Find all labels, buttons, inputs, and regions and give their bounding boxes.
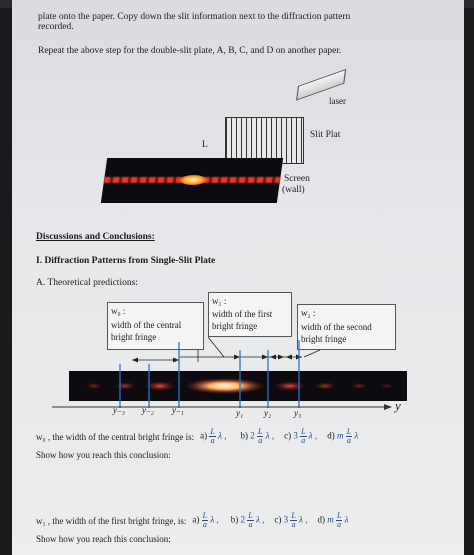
q1-c-num: L [300, 427, 307, 437]
q2-c-tail: λ , [299, 514, 308, 525]
minima-lines [52, 340, 392, 410]
q2-d-tail: λ [344, 514, 349, 525]
q1-b-letter: b) [240, 430, 248, 441]
distance-label: L [202, 140, 208, 150]
w1-line-1: width of the first [212, 309, 273, 319]
w2-line-2: bright fringe [301, 334, 347, 344]
q1-a-letter: a) [200, 430, 208, 441]
tick-y-neg1: y₋₁ [172, 405, 184, 415]
q2-c-den: a [291, 520, 296, 529]
q2-a-tail: λ , [210, 514, 219, 525]
q2-a-num: L [201, 511, 209, 521]
tick-y-1: y₁ [236, 408, 244, 418]
screen-label: Screen [284, 174, 310, 184]
callout-w2: w₂ : width of the second bright fringe [297, 304, 396, 350]
callout-w0: w₀ : width of the central bright fringe [107, 302, 204, 350]
q1-a-num: L [209, 427, 216, 437]
q1-b-den: a [258, 436, 263, 445]
question-2: w₁ , the width of the first bright fring… [36, 512, 349, 529]
q1-show-work: Show how you reach this conclusion: [36, 450, 171, 460]
q1-d-coef: m [336, 430, 344, 441]
subsection-heading: A. Theoretical predictions: [36, 278, 138, 288]
q1-a-tail: λ , [218, 430, 227, 441]
q1-d-den: a [346, 436, 351, 445]
intro-line-1: plate onto the paper. Copy down the slit… [38, 12, 351, 22]
q1-d-letter: d) [327, 430, 335, 441]
q2-a-den: a [202, 520, 207, 529]
q1-b-num: L [256, 427, 264, 437]
q1-b-tail: λ , [265, 430, 275, 441]
w0-line-2: bright fringe [111, 332, 157, 342]
w2-line-1: width of the second [301, 322, 372, 332]
diagram-lines [132, 336, 321, 363]
q2-a-letter: a) [192, 514, 200, 525]
q1-prefix: w₀ , the width of the central bright fri… [36, 431, 195, 442]
w0-line-1: width of the central [111, 320, 182, 330]
callout-w1: w₁ : width of the first bright fringe [208, 292, 292, 337]
q2-prefix: w₁ , the width of the first bright fring… [36, 515, 187, 526]
q2-d-den: a [337, 520, 342, 529]
tick-y-2: y₂ [264, 408, 272, 418]
q1-d-num: L [345, 427, 353, 437]
q1-c-letter: c) [284, 430, 292, 441]
w2-symbol: w₂ : [301, 308, 316, 318]
q1-c-coef: 3 [293, 430, 298, 441]
q2-c-num: L [290, 511, 297, 521]
y-axis-label: y [395, 398, 401, 413]
q2-b-den: a [248, 520, 253, 529]
q2-c-coef: 3 [283, 514, 289, 525]
laser-label: laser [329, 96, 346, 106]
w1-line-2: bright fringe [212, 321, 258, 331]
q2-d-letter: d) [317, 514, 325, 525]
document-page: plate onto the paper. Copy down the slit… [12, 0, 464, 555]
q1-d-tail: λ [354, 430, 359, 441]
repeat-instruction: Repeat the above step for the double-sli… [38, 46, 342, 56]
pattern-fringes [85, 378, 394, 394]
tick-y-neg2: y₋₂ [142, 405, 154, 415]
section-heading: I. Diffraction Patterns from Single-Slit… [36, 256, 216, 266]
q2-b-tail: λ , [255, 514, 265, 525]
q1-c-den: a [301, 436, 306, 445]
q2-b-letter: b) [230, 514, 239, 525]
wall-label: (wall) [282, 185, 305, 195]
q2-b-coef: 2 [240, 514, 245, 525]
q2-d-coef: m [327, 514, 334, 525]
w1-symbol: w₁ : [212, 296, 227, 306]
q2-d-num: L [335, 511, 343, 521]
q2-show-work: Show how you reach this conclusion: [36, 534, 171, 544]
q2-b-num: L [247, 511, 254, 521]
q1-b-coef: 2 [250, 430, 255, 441]
slit-plate-label: Slit Plat [310, 130, 341, 140]
q1-c-tail: λ , [308, 430, 318, 441]
tick-y-3: y₃ [294, 408, 302, 418]
tick-y-neg3: y₋₃ [113, 405, 125, 415]
w0-symbol: w₀ : [111, 306, 126, 316]
q1-a-den: a [210, 436, 215, 445]
question-1: w₀ , the width of the central bright fri… [36, 428, 358, 445]
q2-c-letter: c) [274, 514, 282, 525]
diffraction-pattern [69, 371, 407, 401]
intro-line-2: recorded. [38, 22, 74, 32]
slit-plate [225, 117, 304, 164]
discussion-heading: Discussions and Conclusions: [36, 232, 155, 242]
